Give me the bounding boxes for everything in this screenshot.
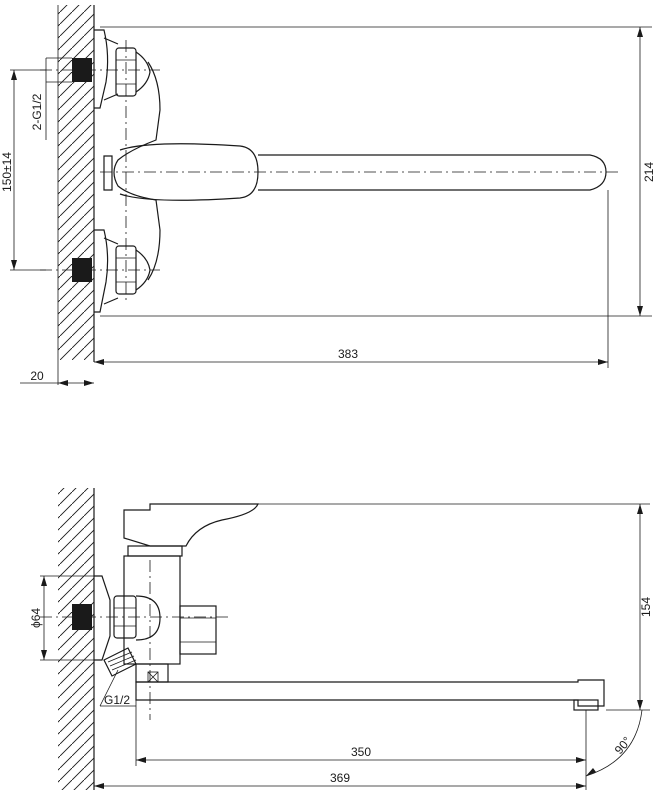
dim-angle: 90°: [585, 709, 643, 777]
dim-thread-inlet: 2-G1/2: [30, 57, 72, 140]
dim-383: 383: [94, 190, 609, 368]
dim-20: 20: [20, 369, 94, 386]
wall-section-side: [58, 488, 94, 790]
dim-center-distance-label: 150±14: [0, 152, 14, 192]
upper-eccentric-fitting: [72, 29, 151, 109]
dim-wall-offset-label: 20: [30, 369, 44, 383]
dim-thread-side: G1/2: [99, 669, 136, 707]
dim-height-side-label: 154: [639, 597, 653, 617]
top-view: 214 383 20 150±14: [0, 5, 656, 386]
dim-total-length-label: 369: [330, 771, 350, 785]
dim-369: 369: [94, 766, 587, 790]
side-spout: [135, 679, 605, 711]
dim-214: 214: [100, 26, 656, 317]
side-view: 154 350 369 ϕ64: [29, 488, 653, 790]
dim-154: 154: [258, 503, 653, 711]
dim-flange-diameter-label: ϕ64: [29, 608, 43, 628]
side-handle: [123, 503, 259, 557]
dim-angle-label: 90°: [612, 734, 635, 757]
dim-height-top-label: 214: [642, 162, 656, 182]
dim-phi64: ϕ64: [29, 575, 100, 661]
dim-thread-inlet-label: 2-G1/2: [30, 93, 44, 130]
faucet-body-top: [103, 61, 607, 281]
dim-length-top-label: 383: [338, 347, 358, 361]
dim-spout-length-label: 350: [351, 745, 371, 759]
side-body: [123, 555, 217, 683]
dim-150: 150±14: [0, 69, 46, 271]
dim-350: 350: [135, 700, 587, 766]
dim-thread-side-label: G1/2: [104, 693, 130, 707]
shower-outlet: [103, 647, 137, 677]
